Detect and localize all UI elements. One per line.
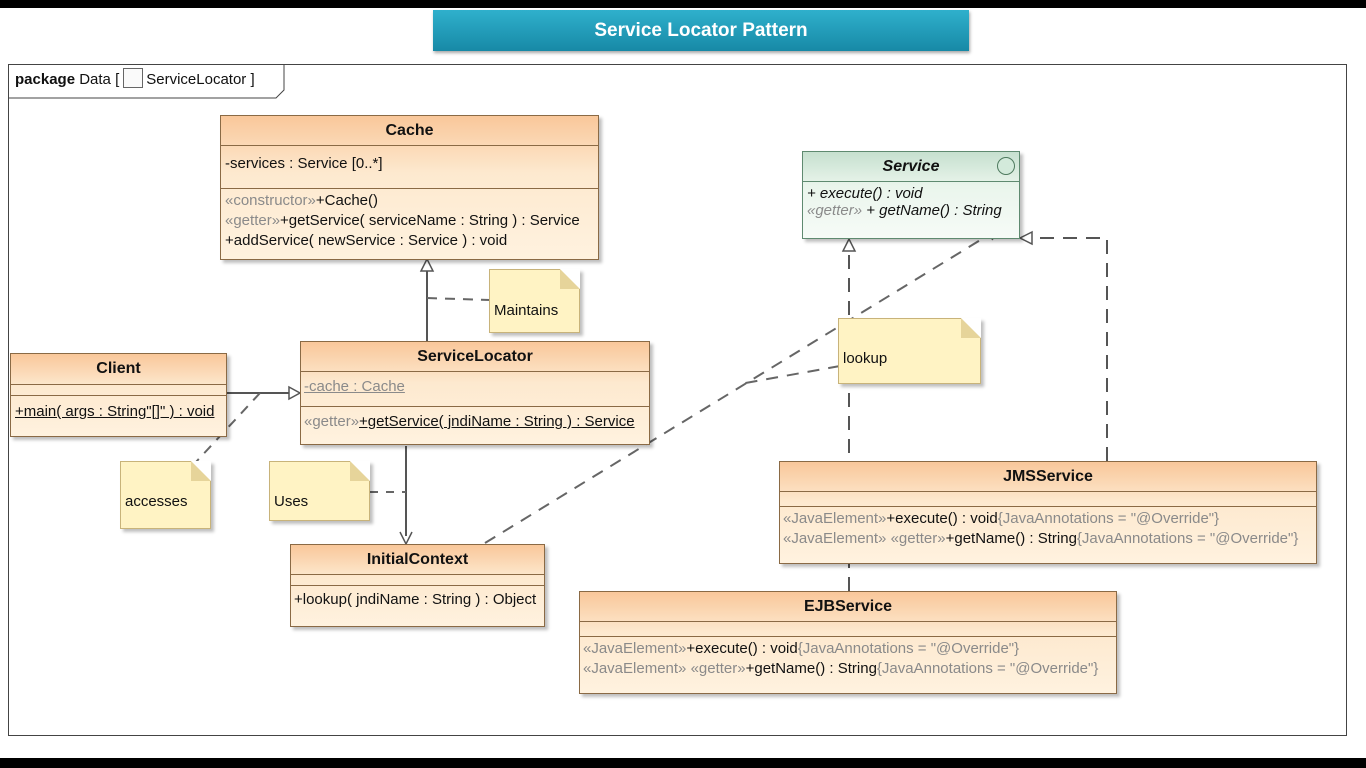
class-ejb-service[interactable]: EJBService «JavaElement»+execute() : voi…	[579, 591, 1117, 694]
stereotype: «getter»	[304, 413, 360, 430]
class-ejb-service-attributes	[580, 621, 1116, 636]
class-initial-context[interactable]: InitialContext +lookup( jndiName : Strin…	[290, 544, 545, 627]
class-service-locator-name: ServiceLocator	[417, 348, 533, 365]
note-text: Maintains	[494, 302, 559, 319]
note-text: accesses	[125, 493, 188, 510]
class-ejb-service-operations: «JavaElement»+execute() : void{JavaAnnot…	[580, 636, 1116, 681]
operation: +addService( newService : Service ) : vo…	[225, 232, 508, 249]
interface-icon	[997, 157, 1015, 175]
note-fold	[560, 269, 580, 289]
class-client-name: Client	[96, 360, 141, 377]
class-client[interactable]: Client +main( args : String"[]" ) : void	[10, 353, 227, 437]
top-black-bar	[0, 0, 1366, 8]
class-jms-service-name: JMSService	[1003, 468, 1093, 485]
generalization-arrowhead	[419, 257, 435, 272]
operation: «constructor»+Cache()	[225, 192, 378, 209]
package-name: Data	[79, 71, 111, 88]
bracket-close: ]	[250, 71, 255, 88]
note-uses[interactable]: Uses	[269, 461, 370, 521]
realization-arrowhead-ejb	[841, 237, 857, 252]
class-cache-name: Cache	[385, 122, 434, 139]
class-cache-operations: «constructor»+Cache() «getter»+getServic…	[221, 188, 598, 253]
class-client-attributes	[11, 384, 226, 395]
operation: «JavaElement» «getter»+getName() : Strin…	[783, 530, 1299, 547]
note-text: Uses	[274, 493, 309, 510]
operation: +getService( jndiName : String ) : Servi…	[359, 413, 635, 430]
class-service-locator-attributes: -cache : Cache	[301, 371, 649, 406]
package-keyword: package	[15, 71, 76, 88]
class-ejb-service-name: EJBService	[803, 598, 893, 615]
operation: +main( args : String"[]" ) : void	[15, 403, 215, 420]
class-jms-service-operations: «JavaElement»+execute() : void{JavaAnnot…	[780, 506, 1316, 551]
class-cache[interactable]: Cache -services : Service [0..*] «constr…	[220, 115, 599, 260]
note-lookup[interactable]: lookup	[838, 318, 981, 384]
class-cache-attributes: -services : Service [0..*]	[221, 145, 598, 188]
note-fold	[191, 461, 211, 481]
bottom-black-bar	[0, 758, 1366, 768]
package-tab-outline	[8, 64, 285, 99]
operation: «getter» + getName() : String	[807, 202, 1002, 219]
attribute: -services : Service [0..*]	[225, 155, 383, 172]
operation: «JavaElement»+execute() : void{JavaAnnot…	[583, 640, 1020, 657]
class-client-operations: +main( args : String"[]" ) : void	[11, 395, 226, 428]
bracket-open: [	[115, 71, 120, 88]
attribute: -cache : Cache	[304, 378, 405, 395]
operation: +lookup( jndiName : String ) : Object	[294, 591, 537, 608]
class-service-locator[interactable]: ServiceLocator -cache : Cache «getter»+g…	[300, 341, 650, 445]
operation: «JavaElement» «getter»+getName() : Strin…	[583, 660, 1099, 677]
note-maintains[interactable]: Maintains	[489, 269, 580, 333]
association-arrowhead	[288, 385, 302, 401]
note-anchor-accesses	[195, 392, 261, 463]
operation: «JavaElement»+execute() : void{JavaAnnot…	[783, 510, 1220, 527]
class-jms-service-attributes	[780, 491, 1316, 506]
note-anchor-maintains	[426, 297, 491, 301]
class-initial-context-attributes	[291, 574, 544, 585]
class-diagram-icon	[123, 68, 144, 89]
class-initial-context-name: InitialContext	[366, 551, 469, 568]
operation: «getter»+getService( serviceName : Strin…	[225, 212, 580, 229]
class-jms-service[interactable]: JMSService «JavaElement»+execute() : voi…	[779, 461, 1317, 564]
realization-arrowhead-jms	[1018, 230, 1033, 246]
interface-service[interactable]: Service + execute() : void «getter» + ge…	[802, 151, 1020, 239]
interface-service-name: Service	[882, 158, 940, 175]
operation: + execute() : void	[807, 185, 923, 202]
note-text: lookup	[843, 350, 888, 367]
lookup-dependency-line	[484, 227, 1001, 544]
realization-line-jms	[1032, 237, 1108, 461]
interface-service-operations: + execute() : void «getter» + getName() …	[803, 181, 1019, 222]
package-tab: package Data [ ServiceLocator ]	[8, 64, 284, 98]
diagram-name: ServiceLocator	[146, 71, 247, 88]
slide-title: Service Locator Pattern	[433, 10, 969, 51]
note-accesses[interactable]: accesses	[120, 461, 211, 529]
note-anchor-lookup	[739, 365, 841, 385]
note-fold	[961, 318, 981, 338]
class-initial-context-operations: +lookup( jndiName : String ) : Object	[291, 585, 544, 614]
class-service-locator-operations: «getter»+getService( jndiName : String )…	[301, 406, 649, 437]
note-fold	[350, 461, 370, 481]
